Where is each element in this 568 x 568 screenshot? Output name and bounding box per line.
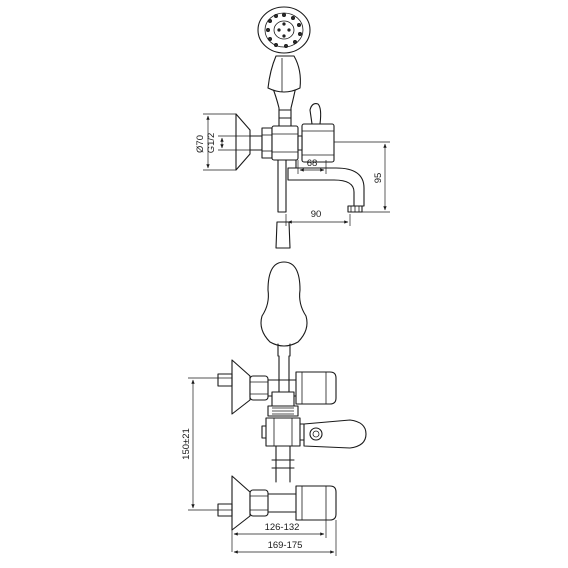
handshower-head [257,6,311,54]
mixer-body [271,125,299,161]
dim-spout-height: 95 [373,173,384,184]
dim-spout-reach: 90 [311,209,322,220]
connector-nut [261,127,273,159]
tee-connector [265,417,301,447]
side-view: Ø70 G1/2 68 90 95 [195,6,390,249]
diverter-body [271,391,295,407]
hose-rail [278,355,290,393]
upper-connector [249,375,269,401]
lower-connector [249,489,269,517]
wall-shroud [235,113,251,171]
dim-overall-depth: 169-175 [268,540,303,551]
dim-thread: G1/2 [206,133,217,154]
dim-body-depth: 126-132 [265,522,300,533]
diverter-button [309,427,323,441]
dim-spout-offset: 68 [307,158,318,169]
upper-wall-shroud [231,359,251,415]
handle-lever [309,103,322,125]
dim-shroud-diameter: Ø70 [195,135,206,153]
spout-front [303,419,367,449]
handshower-handle [267,55,301,93]
lower-wall-shroud [231,475,251,531]
front-view: 150±21 126-132 169-175 [181,261,367,556]
diverter-stem [277,159,287,213]
handshower-profile [260,261,308,347]
spray-nozzles [265,12,302,49]
handle-base [301,123,335,163]
diverter-knob [275,221,291,249]
dim-inlet-spacing: 150±21 [181,428,192,460]
